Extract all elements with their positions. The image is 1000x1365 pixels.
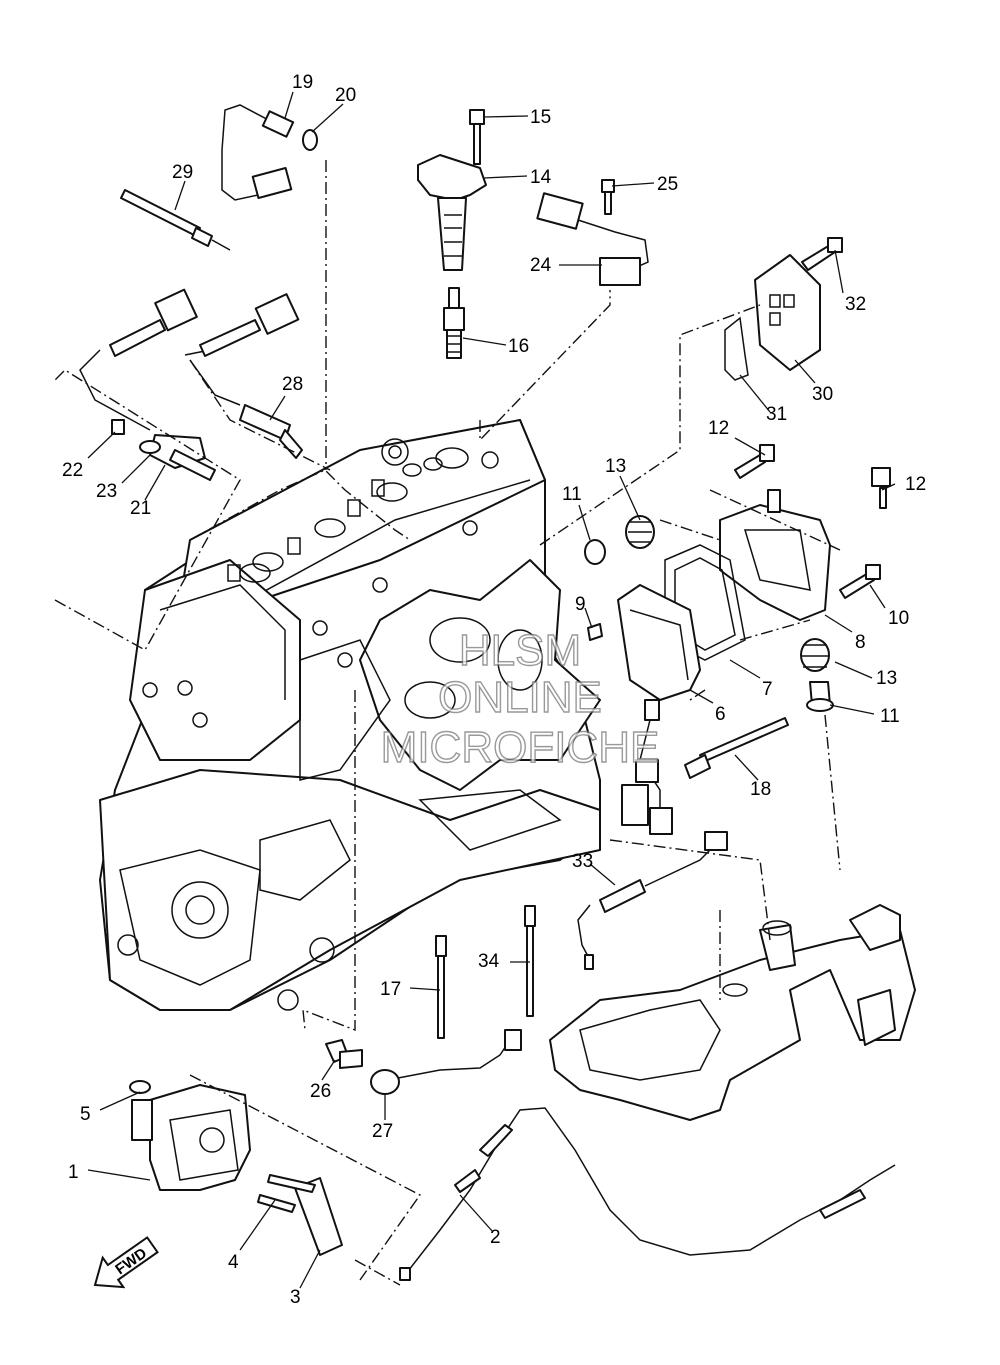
- sensor-module-30: [724, 237, 843, 381]
- callout-30: 30: [812, 384, 833, 405]
- callout-34: 34: [478, 951, 500, 972]
- callout-2: 2: [490, 1227, 501, 1248]
- callout-14: 14: [530, 167, 552, 188]
- callout-11-lower: 11: [880, 706, 900, 727]
- exhaust-manifold: [549, 904, 916, 1121]
- throttle-assembly-1: [129, 1080, 251, 1191]
- sensor-27: [370, 1029, 522, 1095]
- callout-23: 23: [96, 481, 117, 502]
- callout-21: 21: [130, 498, 151, 519]
- small-parts: [584, 444, 891, 712]
- leader-lines: [87, 91, 896, 1289]
- callout-12-right: 12: [905, 474, 926, 495]
- callout-26: 26: [310, 1081, 331, 1102]
- callout-16: 16: [508, 336, 529, 357]
- callout-7: 7: [762, 679, 773, 700]
- sensor-26: [325, 1039, 363, 1069]
- harness-connectors: [621, 719, 673, 835]
- callout-28: 28: [282, 374, 303, 395]
- callout-20: 20: [335, 85, 356, 106]
- sensor-harness-left: [79, 288, 303, 481]
- sensor-24: [536, 179, 649, 286]
- control-unit-6: [617, 584, 701, 721]
- callout-32: 32: [845, 294, 866, 315]
- callout-18: 18: [750, 779, 771, 800]
- engine-block: [99, 419, 601, 1011]
- callout-27: 27: [372, 1121, 393, 1142]
- callout-5: 5: [80, 1104, 91, 1125]
- throttle-cable-2: [399, 1107, 896, 1281]
- callout-17: 17: [380, 979, 401, 1000]
- sensor-29: [120, 189, 231, 251]
- sensor-19: [221, 104, 318, 201]
- watermark-line-3: MICROFICHE: [381, 723, 660, 772]
- sensor-18: [684, 717, 789, 779]
- callout-11-upper: 11: [562, 484, 582, 505]
- callout-9: 9: [575, 594, 586, 615]
- callout-25: 25: [657, 174, 678, 195]
- callout-13-lower: 13: [876, 668, 897, 689]
- watermark: HLSM ONLINE MICROFICHE: [380, 625, 660, 772]
- ignition-coil: [417, 154, 487, 271]
- callout-33: 33: [572, 851, 593, 872]
- callout-6: 6: [715, 704, 726, 725]
- callout-10: 10: [888, 608, 909, 629]
- callout-31: 31: [766, 404, 787, 425]
- callout-labels: 1 2 3 4 5 6 7 8 9 10 11 11 12 12 13 13 1…: [62, 72, 926, 1308]
- callout-29: 29: [172, 162, 193, 183]
- sensor-33: [577, 831, 728, 970]
- callout-12-left: 12: [708, 418, 729, 439]
- reference-lines: [54, 160, 841, 1286]
- callout-19: 19: [292, 72, 313, 93]
- callout-1: 1: [68, 1162, 79, 1183]
- callout-13-upper: 13: [605, 456, 626, 477]
- callout-15: 15: [530, 107, 551, 128]
- callout-8: 8: [855, 632, 866, 653]
- watermark-line-1: HLSM: [459, 626, 581, 675]
- bolt-15: [469, 109, 485, 165]
- watermark-line-2: ONLINE: [438, 673, 602, 722]
- callout-24: 24: [530, 255, 552, 276]
- callout-3: 3: [290, 1287, 301, 1308]
- cable-ties: [435, 905, 536, 1039]
- bracket-3: [257, 1174, 343, 1256]
- callout-4: 4: [228, 1252, 239, 1273]
- fwd-arrow-icon: [93, 1236, 159, 1289]
- spark-plug: [443, 287, 465, 359]
- throttle-body-8: [719, 489, 831, 621]
- callout-22: 22: [62, 460, 83, 481]
- fwd-direction-arrow: FWD: [93, 1236, 159, 1289]
